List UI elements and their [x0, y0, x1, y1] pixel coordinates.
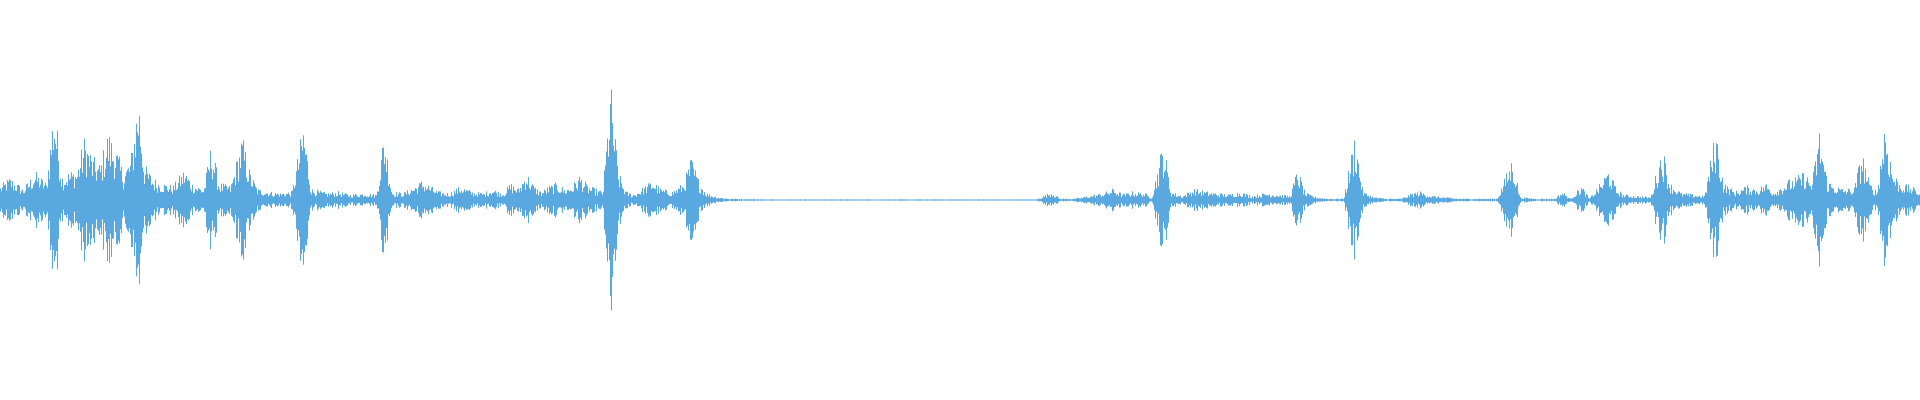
- audio-waveform: [0, 89, 1920, 311]
- waveform-panel: [0, 89, 1920, 311]
